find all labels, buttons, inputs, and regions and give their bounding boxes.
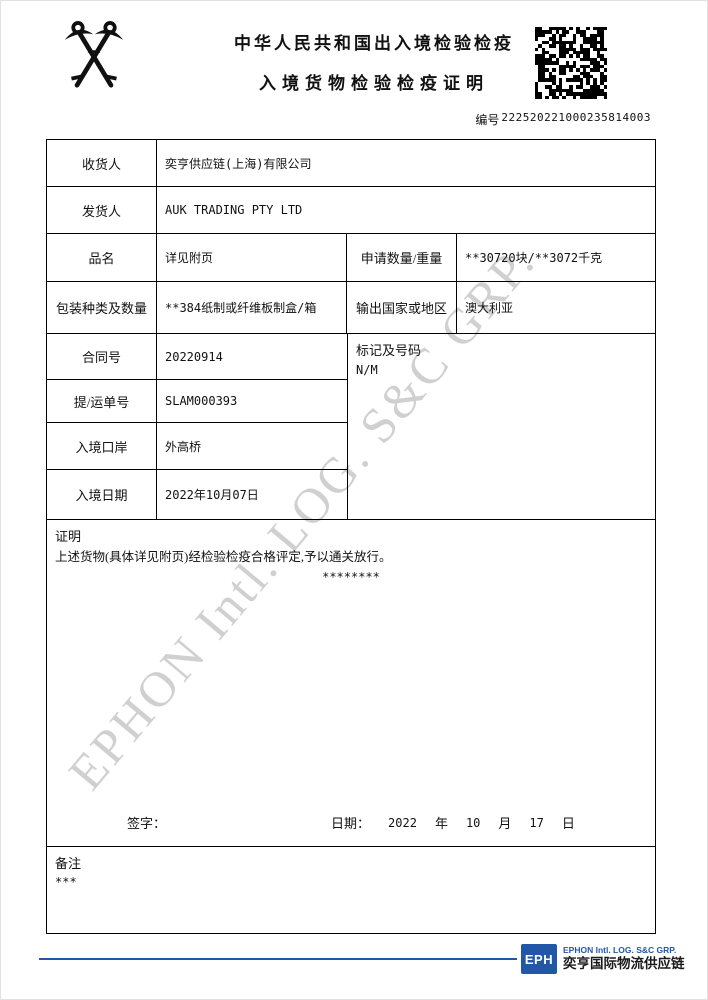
row-contract: 合同号 20220914 bbox=[47, 334, 347, 380]
date-group: 日期： 2022 年 10 月 17 日 bbox=[331, 813, 593, 832]
entry-date-value: 2022年10月07日 bbox=[165, 488, 259, 502]
footer-logo: EPH EPHON Intl. LOG. S&C GRP. 奕亨国际物流供应链 bbox=[517, 942, 689, 976]
footer-divider bbox=[39, 958, 667, 960]
entry-date-label: 入境日期 bbox=[47, 470, 157, 519]
row-bl-number: 提/运单号 SLAM000393 bbox=[47, 380, 347, 423]
title-line-1: 中华人民共和国出入境检验检疫 bbox=[234, 34, 514, 53]
qr-code bbox=[535, 27, 607, 99]
certificate-label: 证明 bbox=[55, 529, 82, 544]
row-entry-port: 入境口岸 外高桥 bbox=[47, 423, 347, 470]
remarks-label: 备注 bbox=[55, 856, 82, 871]
row-consignee: 收货人 奕亨供应链(上海)有限公司 bbox=[47, 140, 655, 187]
remarks-value: *** bbox=[55, 875, 77, 889]
date-month-unit: 月 bbox=[498, 816, 512, 831]
ciq-emblem-icon bbox=[61, 15, 127, 95]
certificate-stars: ******** bbox=[322, 570, 380, 584]
document-number-value: 222520221000235814003 bbox=[501, 111, 651, 124]
certificate-statement: 上述货物(具体详见附页)经检验检疫合格评定,予以通关放行。 bbox=[55, 550, 392, 564]
row-merged-block: 合同号 20220914 提/运单号 SLAM000393 入境口岸 外高桥 入… bbox=[47, 334, 655, 520]
ephon-logo-icon: EPH bbox=[521, 944, 557, 974]
consignee-value: 奕亨供应链(上海)有限公司 bbox=[165, 156, 312, 171]
date-day-unit: 日 bbox=[561, 816, 575, 831]
row-shipper: 发货人 AUK TRADING PTY LTD bbox=[47, 187, 655, 234]
certificate-cell: 证明 上述货物(具体详见附页)经检验检疫合格评定,予以通关放行。 *******… bbox=[47, 520, 655, 846]
document-number: 编号 222520221000235814003 bbox=[475, 111, 651, 128]
entry-port-label: 入境口岸 bbox=[47, 423, 157, 469]
signature-row: 签字： 日期： 2022 年 10 月 17 日 bbox=[47, 813, 655, 832]
contract-label: 合同号 bbox=[47, 334, 157, 379]
shipper-label: 发货人 bbox=[47, 187, 157, 233]
row-product: 品名 详见附页 申请数量/重量 **30720块/**3072千克 bbox=[47, 234, 655, 282]
date-year: 2022 bbox=[388, 815, 417, 830]
date-day: 17 bbox=[529, 815, 544, 830]
footer-company: EPHON Intl. LOG. S&C GRP. 奕亨国际物流供应链 bbox=[563, 945, 685, 972]
title-line-2: 入境货物检验检疫证明 bbox=[259, 74, 489, 93]
date-label: 日期： bbox=[331, 816, 371, 831]
quantity-label: 申请数量/重量 bbox=[347, 234, 457, 281]
left-detail-block: 合同号 20220914 提/运单号 SLAM000393 入境口岸 外高桥 入… bbox=[47, 334, 347, 519]
date-month: 10 bbox=[465, 815, 481, 830]
consignee-label: 收货人 bbox=[47, 140, 157, 186]
certificate-table: 收货人 奕亨供应链(上海)有限公司 发货人 AUK TRADING PTY LT… bbox=[46, 139, 656, 934]
quantity-value: **30720块/**3072千克 bbox=[465, 251, 603, 265]
packing-label: 包装种类及数量 bbox=[47, 282, 157, 333]
footer-company-cn: 奕亨国际物流供应链 bbox=[563, 956, 685, 972]
contract-value: 20220914 bbox=[165, 349, 223, 364]
product-value: 详见附页 bbox=[157, 234, 347, 281]
footer-company-en: EPHON Intl. LOG. S&C GRP. bbox=[563, 945, 677, 956]
packing-value: **384纸制或纤维板制盒/箱 bbox=[157, 282, 347, 333]
bl-label: 提/运单号 bbox=[47, 380, 157, 422]
marks-label: 标记及号码 bbox=[356, 343, 422, 358]
document-titles: 中华人民共和国出入境检验检疫 入境货物检验检疫证明 bbox=[151, 29, 597, 94]
origin-label: 输出国家或地区 bbox=[347, 282, 457, 333]
entry-port-value: 外高桥 bbox=[165, 439, 202, 454]
document-number-label: 编号 bbox=[475, 113, 500, 127]
product-label: 品名 bbox=[47, 234, 157, 281]
marks-value: N/M bbox=[356, 363, 378, 377]
row-entry-date: 入境日期 2022年10月07日 bbox=[47, 470, 347, 519]
row-packing: 包装种类及数量 **384纸制或纤维板制盒/箱 输出国家或地区 澳大利亚 bbox=[47, 282, 655, 334]
remarks-cell: 备注 *** bbox=[47, 847, 655, 933]
bl-value: SLAM000393 bbox=[165, 394, 238, 408]
marks-cell: 标记及号码 N/M bbox=[347, 334, 655, 519]
date-year-unit: 年 bbox=[434, 816, 448, 831]
signature-label: 签字： bbox=[127, 816, 167, 831]
shipper-value: AUK TRADING PTY LTD bbox=[165, 203, 303, 217]
origin-value: 澳大利亚 bbox=[465, 301, 514, 315]
row-certificate: 证明 上述货物(具体详见附页)经检验检疫合格评定,予以通关放行。 *******… bbox=[47, 520, 655, 847]
row-remarks: 备注 *** bbox=[47, 847, 655, 933]
